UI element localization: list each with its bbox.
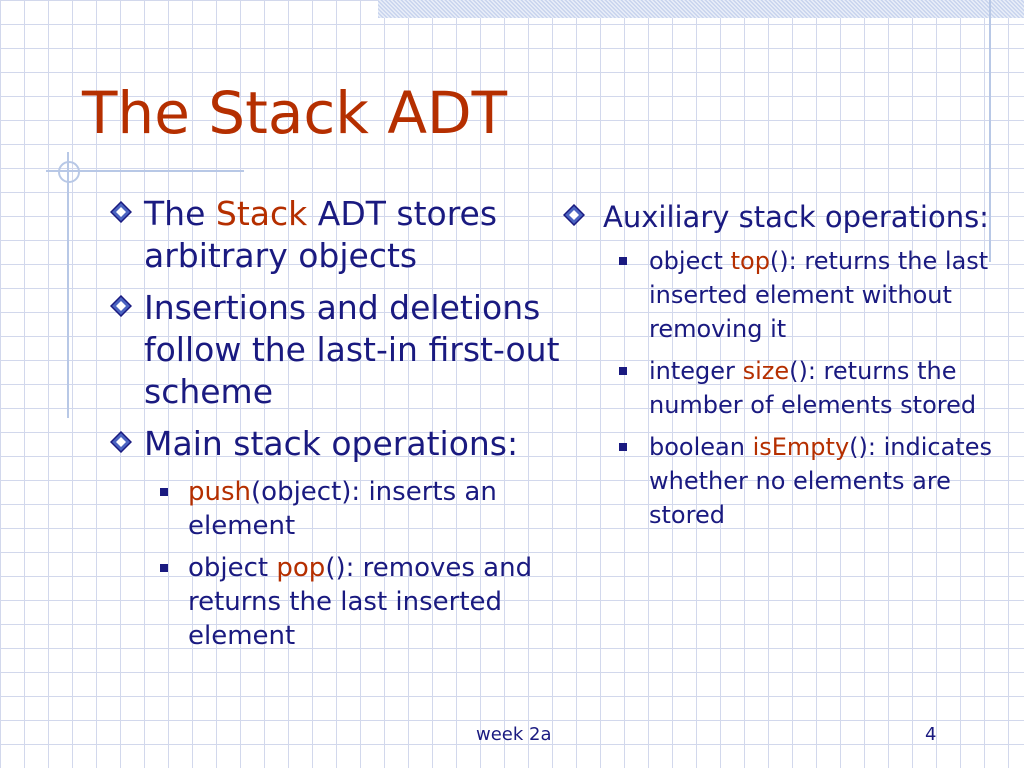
bullet-lifo: Insertions and deletions follow the last… — [110, 287, 560, 413]
decorative-title-underline — [46, 170, 244, 172]
square-bullet-icon — [619, 257, 627, 265]
highlight-term: top — [730, 247, 770, 275]
left-column: The Stack ADT stores arbitrary objects I… — [110, 193, 560, 661]
sub-bullet-push: push(object): inserts an element — [110, 475, 560, 543]
highlight-term: Stack — [215, 194, 308, 233]
square-bullet-icon — [160, 488, 168, 496]
diamond-bullet-icon — [110, 295, 132, 317]
diamond-bullet-icon — [110, 431, 132, 453]
footer-label: week 2a — [476, 724, 552, 745]
highlight-term: push — [188, 477, 252, 507]
bullet-text: (): returns the last inserted element wi… — [649, 247, 989, 343]
bullet-text: object — [649, 247, 731, 275]
bullet-text: Main stack operations: — [144, 424, 519, 463]
bullet-text: object — [188, 553, 277, 583]
square-bullet-icon — [619, 443, 627, 451]
bullet-text: ADT stores arbitrary objects — [144, 194, 498, 275]
highlight-term: isEmpty — [752, 433, 850, 461]
bullet-text: Auxiliary stack operations: — [603, 200, 989, 234]
sub-bullet-isempty: boolean isEmpty(): indicates whether no … — [563, 430, 1003, 532]
bullet-text: integer — [649, 357, 743, 385]
sub-bullet-pop: object pop(): removes and returns the la… — [110, 551, 560, 653]
bullet-text: boolean — [649, 433, 753, 461]
decorative-top-band — [378, 0, 1024, 18]
sub-bullet-top: object top(): returns the last inserted … — [563, 244, 1003, 346]
right-column: Auxiliary stack operations: object top()… — [563, 197, 1003, 540]
bullet-text: The — [144, 194, 216, 233]
bullet-main-operations: Main stack operations: — [110, 423, 560, 465]
square-bullet-icon — [619, 367, 627, 375]
diamond-bullet-icon — [110, 201, 132, 223]
decorative-left-line — [67, 152, 69, 418]
decorative-right-line — [989, 0, 991, 262]
bullet-text: (object): inserts an element — [188, 477, 497, 541]
slide-title: The Stack ADT — [82, 79, 508, 147]
bullet-text: (): removes and returns the last inserte… — [188, 553, 533, 651]
decorative-circle — [58, 161, 80, 183]
bullet-text: Insertions and deletions follow the last… — [144, 288, 560, 411]
bullet-auxiliary-operations: Auxiliary stack operations: — [563, 197, 1003, 238]
bullet-text: (): returns the number of elements store… — [649, 357, 977, 419]
sub-bullet-size: integer size(): returns the number of el… — [563, 354, 1003, 422]
slide-number: 4 — [925, 724, 937, 745]
bullet-text: (): indicates whether no elements are st… — [649, 433, 992, 529]
highlight-term: pop — [276, 553, 326, 583]
highlight-term: size — [742, 357, 790, 385]
diamond-bullet-icon — [563, 204, 585, 226]
bullet-stack-definition: The Stack ADT stores arbitrary objects — [110, 193, 560, 277]
square-bullet-icon — [160, 564, 168, 572]
